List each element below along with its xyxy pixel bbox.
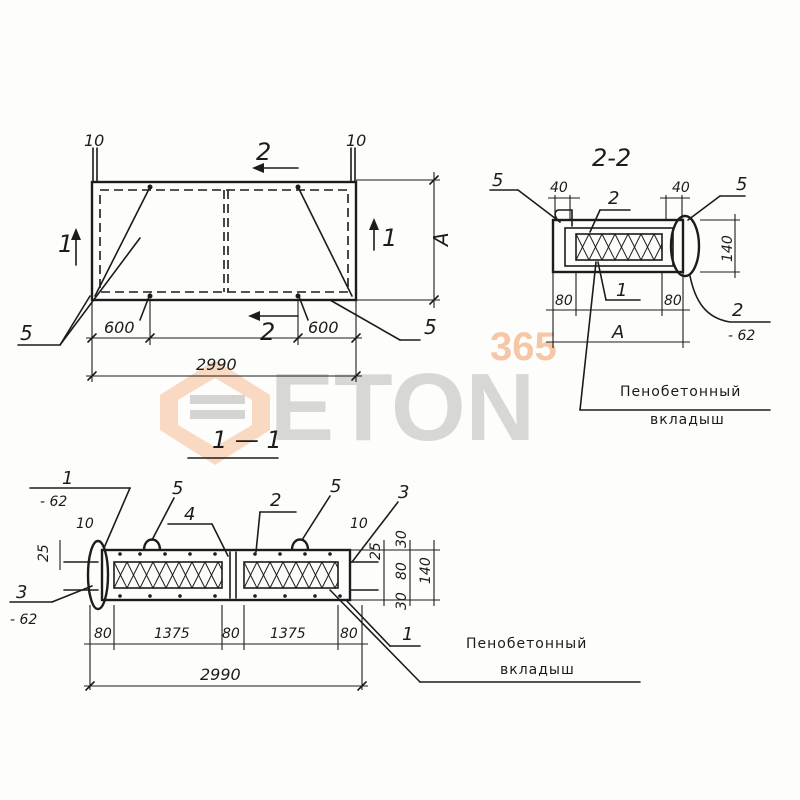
s11-foam-label-line2: вкладыш	[500, 662, 575, 678]
section-22-title: 2-2	[592, 144, 631, 172]
s22-dim-80-left: 80	[555, 293, 573, 309]
s11-item-5-left: 5	[172, 478, 183, 499]
section-1-1: 1 — 1	[9, 426, 641, 691]
s11-dim-25-right: 25	[368, 542, 384, 560]
s11-dim-80-a: 80	[94, 626, 112, 642]
section-2-2: 2-2 40 40 5 5 2	[489, 144, 771, 428]
s11-dim-2990: 2990	[200, 665, 241, 684]
plan-dim-10-left: 10	[84, 131, 104, 150]
s22-item-5-left: 5	[492, 170, 503, 191]
watermark-word: ETON	[270, 354, 535, 461]
plan-item-5-right: 5	[424, 315, 437, 339]
plan-view: 10 10 2 2 1 1 A 600 600	[17, 131, 453, 382]
s22-dim-40-left: 40	[550, 180, 568, 196]
s22-foam-label-line2: вкладыш	[650, 412, 725, 428]
plan-dim-600-right: 600	[308, 318, 339, 337]
s22-dim-80-right: 80	[664, 293, 682, 309]
plan-section-2-bottom: 2	[260, 318, 275, 346]
plan-section-1-right: 1	[382, 224, 397, 252]
s22-item-5-right: 5	[736, 174, 747, 195]
plan-dim-10-right: 10	[346, 131, 366, 150]
s11-item-5-right: 5	[330, 476, 341, 497]
s11-dim-1375-b: 1375	[270, 626, 306, 642]
plan-section-2-top: 2	[256, 138, 271, 166]
plan-section-1-left: 1	[58, 230, 73, 258]
s11-dim-30-bottom: 30	[394, 592, 410, 610]
s22-item-2-top: 2	[608, 188, 619, 209]
s11-dim-80: 80	[394, 562, 410, 580]
s11-item-1: 1	[62, 468, 73, 489]
s11-dim-80-b: 80	[222, 626, 240, 642]
s11-item-1-bottom: 1	[402, 624, 413, 645]
watermark: 365 ETON	[160, 325, 557, 465]
plan-dim-600-left: 600	[104, 318, 135, 337]
s22-dim-minus62: - 62	[728, 328, 755, 344]
section-11-title: 1 — 1	[212, 426, 282, 454]
s11-dim-10-right: 10	[350, 516, 368, 532]
s11-dim-1375-a: 1375	[154, 626, 190, 642]
watermark-logo-icon	[160, 360, 270, 465]
s11-foam-label-line1: Пенобетонный	[466, 636, 587, 652]
s22-foam-label-line1: Пенобетонный	[620, 384, 741, 400]
s11-item-2: 2	[270, 490, 281, 511]
s22-item-2-right: 2	[732, 300, 743, 321]
s11-item-3-left: 3	[16, 582, 27, 603]
s11-dim-80-c: 80	[340, 626, 358, 642]
s11-dim-140: 140	[418, 557, 434, 584]
plan-dim-2990: 2990	[196, 355, 237, 374]
s11-dim-25: 25	[36, 544, 52, 562]
s22-dim-A: A	[611, 322, 624, 343]
s11-dim-minus62-bottom: - 62	[10, 612, 37, 628]
s22-dim-140: 140	[720, 235, 736, 262]
s11-item-4: 4	[184, 504, 195, 525]
s11-dim-minus62-top: - 62	[40, 494, 67, 510]
s22-item-1: 1	[616, 280, 627, 301]
plan-item-5-left: 5	[20, 321, 33, 345]
s22-dim-40-right: 40	[672, 180, 690, 196]
plan-dim-A: A	[429, 232, 453, 248]
s11-item-3-right: 3	[398, 482, 409, 503]
s11-dim-10-left: 10	[76, 516, 94, 532]
s11-dim-30-top: 30	[394, 530, 410, 548]
watermark-number: 365	[490, 325, 557, 369]
